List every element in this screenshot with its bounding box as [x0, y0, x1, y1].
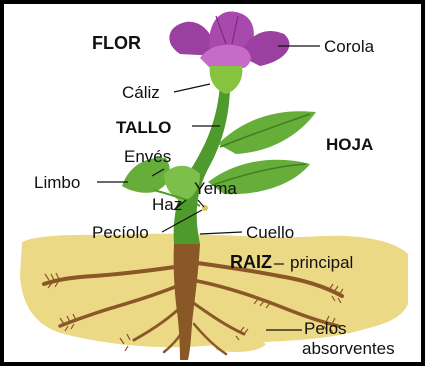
label-caliz: Cáliz [122, 84, 160, 101]
label-tallo: TALLO [116, 119, 171, 136]
label-peciolo: Pecíolo [92, 224, 149, 241]
label-hoja: HOJA [326, 136, 373, 153]
label-haz: Haz [152, 196, 182, 213]
label-absorventes: absorventes [302, 340, 395, 357]
label-cuello: Cuello [246, 224, 294, 241]
flower [169, 11, 289, 94]
label-yema: Yema [194, 180, 237, 197]
label-principal: principal [290, 254, 353, 271]
label-flor: FLOR [92, 34, 141, 52]
label-raiz: RAIZ [230, 253, 272, 271]
calyx [210, 66, 243, 94]
label-limbo: Limbo [34, 174, 80, 191]
label-corola: Corola [324, 38, 374, 55]
label-pelos: Pelos [304, 320, 347, 337]
stem [174, 84, 230, 244]
label-enves: Envés [124, 148, 171, 165]
soil [20, 234, 408, 348]
